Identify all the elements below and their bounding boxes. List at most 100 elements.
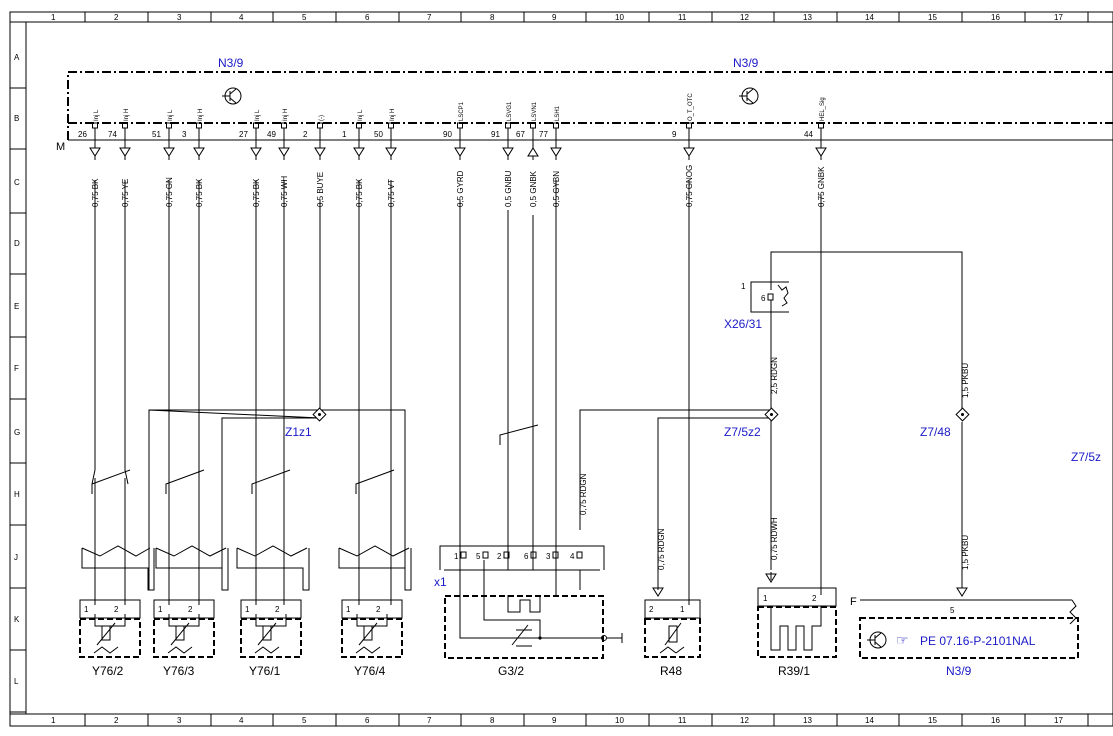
injector-label[interactable]: Y76/4	[354, 664, 386, 678]
x26-31-label[interactable]: X26/31	[724, 317, 762, 331]
n3-9-bottom-label[interactable]: N3/9	[946, 664, 972, 678]
injector-label[interactable]: Y76/1	[249, 664, 281, 678]
ecu-n3-9-box: N3/9 N3/9 M	[56, 56, 1113, 153]
ecu-pin-signal: (-)	[319, 115, 325, 121]
ecu-pin-wire-label: 0,5 GNBU	[504, 170, 513, 207]
ecu-pin-wire-label: 0,5 BUYE	[316, 172, 325, 207]
component-r48: 2 1 R48	[644, 599, 701, 678]
x26-31-marker: 1	[741, 282, 746, 291]
ecu-pin-signal: Inj H	[198, 109, 204, 121]
grid-col-label: 4	[239, 716, 244, 725]
ecu-pin-signal: Inj L	[358, 109, 364, 121]
grid-col-label: 2	[114, 716, 119, 725]
grid-col-label: 3	[177, 716, 182, 725]
splice-z7-48: Z7/48	[920, 407, 970, 439]
grid-col-label: 5	[302, 716, 307, 725]
grid-col-label: 17	[1054, 13, 1063, 22]
grid-col-label: 10	[615, 716, 624, 725]
component-n3-9-bottom: F 5 ☞ PE 07.16-P-2101NAL N3/9	[850, 596, 1079, 678]
pointing-hand-icon: ☞	[896, 632, 909, 648]
r48-pin-1: 1	[680, 605, 685, 614]
splice-z7-5z2-label[interactable]: Z7/5z2	[724, 425, 761, 439]
grid-col-label: 5	[302, 13, 307, 22]
ecu-pin: (-)20,5 BUYE	[303, 115, 326, 207]
ecu-pin: HEL_Sig 44 0,75 GNBK	[804, 97, 827, 207]
ecu-label-right[interactable]: N3/9	[733, 56, 759, 70]
svg-text:2: 2	[188, 605, 193, 614]
injector-label[interactable]: Y76/3	[163, 664, 195, 678]
grid-col-label: 9	[552, 13, 557, 22]
ecu-label-left[interactable]: N3/9	[218, 56, 244, 70]
wire-label-1-5-pkbu-top: 1,5 PKBU	[961, 363, 970, 398]
grid-col-label: 12	[740, 716, 749, 725]
ecu-pin-signal: Inj H	[390, 109, 396, 121]
splice-z7-5z-label[interactable]: Z7/5z	[1071, 450, 1101, 464]
ecu-pin-signal: LSCP1	[459, 101, 465, 121]
r39-1-pin-2: 2	[812, 594, 817, 603]
ecu-pin-signal: LSH1	[555, 105, 561, 121]
g3-2-label[interactable]: G3/2	[498, 664, 524, 678]
ecu-pin-number: 1	[342, 130, 347, 139]
svg-text:2: 2	[275, 605, 280, 614]
wire-label-0-75-rdgn-r48: 0,75 RDGN	[657, 528, 666, 570]
grid-row-label: E	[14, 302, 19, 311]
grid-col-label: 7	[427, 716, 432, 725]
ecu-pin-number: 91	[491, 130, 500, 139]
r48-label[interactable]: R48	[660, 664, 682, 678]
reference-link[interactable]: PE 07.16-P-2101NAL	[920, 634, 1036, 648]
ecu-pin-signal: O_T_OTC	[688, 93, 694, 121]
grid-col-label: 8	[490, 716, 495, 725]
connector-x26-31: 1 6 X26/31	[724, 281, 789, 331]
ecu-pin-wire-label: 0,5 GYRD	[456, 170, 465, 207]
ecu-pin-signal: Inj L	[168, 109, 174, 121]
f-marker: F	[850, 596, 857, 608]
grid-col-label: 16	[991, 716, 1000, 725]
splice-z7-48-label[interactable]: Z7/48	[920, 425, 951, 439]
x1-label[interactable]: x1	[434, 575, 447, 589]
ecu-pin-signal: Inj L	[255, 109, 261, 121]
x1-pin-number: 3	[546, 552, 551, 561]
diagram-frame	[9, 11, 1113, 727]
svg-text:1: 1	[346, 605, 351, 614]
svg-text:1: 1	[245, 605, 250, 614]
ecu-pin-signal: HEL_Sig	[820, 97, 826, 121]
x1-pin-number: 2	[497, 552, 502, 561]
ecu-pin-number: 90	[443, 130, 452, 139]
grid-col-label: 1	[51, 13, 56, 22]
grid-row-label: B	[14, 114, 19, 123]
grid-col-label: 14	[865, 716, 874, 725]
grid-col-label: 11	[678, 716, 687, 725]
ecu-pin-number: 51	[152, 130, 161, 139]
injector-label[interactable]: Y76/2	[92, 664, 124, 678]
r39-1-label[interactable]: R39/1	[778, 664, 810, 678]
component-r39-1: 1 2 R39/1	[757, 587, 837, 678]
ecu-pin-wire-label: 0,75 GNBK	[817, 166, 826, 207]
ecu-pin-number: 9	[672, 130, 677, 139]
grid-row-label: D	[14, 239, 20, 248]
ecu-pin-number: 44	[804, 130, 813, 139]
component-g3-2: G3/2	[444, 560, 623, 678]
splice-z1z1-label[interactable]: Z1z1	[285, 425, 312, 439]
n3-9-pin-5: 5	[950, 606, 955, 615]
ecu-pin-number: 3	[182, 130, 187, 139]
r39-1-pin-1: 1	[763, 594, 768, 603]
wire-label-0-75-rdwh: 0,75 RDWH	[770, 517, 779, 560]
r48-pin-2: 2	[649, 605, 654, 614]
x1-pin-number: 1	[454, 552, 459, 561]
grid-col-label: 12	[740, 13, 749, 22]
grid-col-label: 8	[490, 13, 495, 22]
grid-col-label: 3	[177, 13, 182, 22]
ecu-pin-number: 77	[539, 130, 548, 139]
grid-col-label: 7	[427, 13, 432, 22]
grid-row-label: G	[14, 428, 20, 437]
svg-text:1: 1	[158, 605, 163, 614]
